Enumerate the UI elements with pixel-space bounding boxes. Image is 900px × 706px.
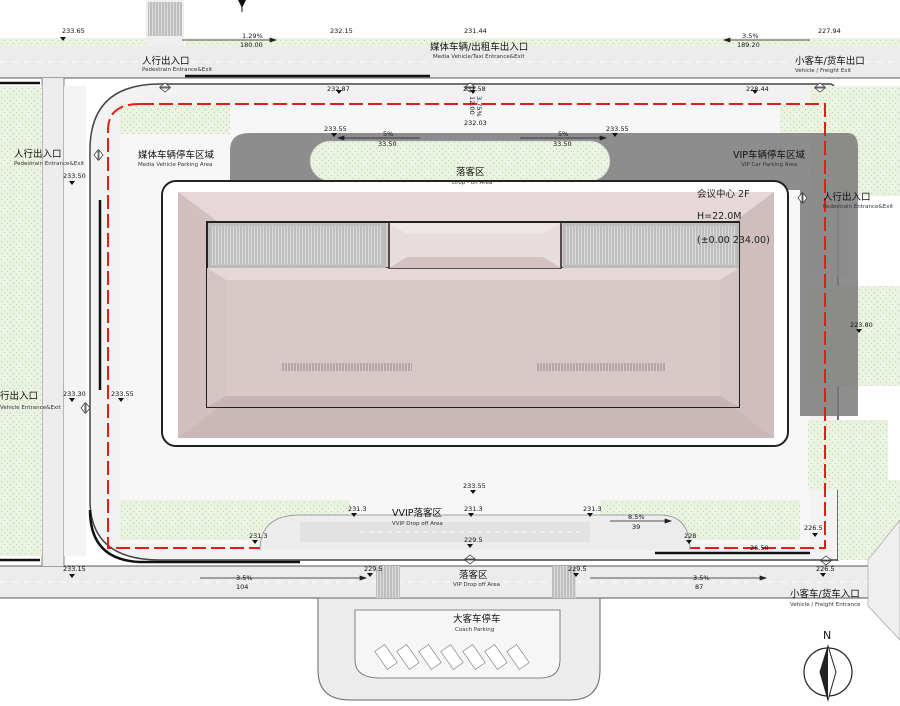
svg-text:3.5%: 3.5% (742, 32, 759, 40)
svg-text:231.3: 231.3 (249, 532, 268, 540)
elevation-values: 233.65 232.15 231.44 227.94 232.87 231.5… (62, 27, 873, 573)
svg-text:5%: 5% (383, 130, 393, 138)
svg-text:232.03: 232.03 (464, 119, 487, 127)
svg-text:104: 104 (236, 583, 248, 591)
svg-text:233.55: 233.55 (324, 125, 347, 133)
label-car-entrance: 小客车/货车入口 (790, 588, 860, 600)
left-greenery (0, 86, 86, 556)
svg-text:233.55: 233.55 (463, 482, 486, 490)
label-ped-right: 人行出入口 (823, 191, 871, 203)
label-vip-dropoff: 落客区 (459, 569, 488, 581)
svg-text:231.58: 231.58 (463, 85, 486, 93)
svg-text:33.50: 33.50 (378, 140, 397, 148)
svg-text:3.5%: 3.5% (236, 574, 253, 582)
elevation-markers (60, 0, 862, 578)
slope-arrows (182, 37, 810, 581)
curbs (0, 74, 810, 564)
label-ped-left-en: Pedestrain Entrance&Exit (14, 161, 85, 167)
svg-text:180.00: 180.00 (240, 41, 263, 49)
north-arrow: N (803, 629, 853, 702)
svg-text:26.50: 26.50 (750, 544, 769, 552)
label-car-exit: 小客车/货车出口 (795, 55, 865, 67)
svg-text:39: 39 (632, 523, 640, 531)
label-ped-left: 人行出入口 (14, 148, 62, 160)
svg-text:87: 87 (695, 583, 703, 591)
top-greenery (0, 38, 900, 46)
right-road (867, 519, 900, 641)
svg-text:12.00: 12.00 (468, 96, 476, 115)
svg-text:233.50: 233.50 (63, 172, 86, 180)
svg-text:8.5%: 8.5% (628, 513, 645, 521)
building-info: 会议中心 2F H=22.0M (±0.00 234.00) (697, 188, 770, 246)
building-name: 会议中心 2F (697, 188, 750, 200)
svg-text:229.5: 229.5 (464, 536, 483, 544)
label-vip-dropoff-en: VIP Drop off Area (453, 582, 500, 588)
building-roof (178, 192, 774, 438)
svg-text:231.44: 231.44 (464, 27, 487, 35)
svg-text:232.87: 232.87 (327, 85, 350, 93)
svg-text:228.44: 228.44 (746, 85, 769, 93)
svg-text:229.5: 229.5 (568, 565, 587, 573)
svg-text:231.3: 231.3 (583, 505, 602, 513)
parking-zones (230, 133, 858, 416)
svg-text:232.15: 232.15 (330, 27, 353, 35)
svg-text:223.80: 223.80 (850, 321, 873, 329)
label-coach: 大客车停车 (453, 613, 501, 625)
entrance-markers (80, 82, 832, 566)
svg-text:229.5: 229.5 (364, 565, 383, 573)
svg-text:226.5: 226.5 (804, 524, 823, 532)
label-dropoff-top-en: Drop - off Area (452, 180, 492, 186)
svg-text:233.65: 233.65 (62, 27, 85, 35)
label-ped-top-en: Pedestrain Entrance&Exit (142, 67, 213, 73)
coach-parking (317, 566, 601, 701)
label-veh-left-en: Vehicle Entrance&Exit (0, 405, 62, 411)
label-dropoff-top: 落客区 (456, 166, 485, 178)
svg-text:226.5: 226.5 (816, 565, 835, 573)
label-ped-right-en: Pedestrain Entrance&Exit (823, 204, 894, 210)
label-media-taxi: 媒体车辆/出租车出入口 (430, 41, 528, 53)
north-label: N (823, 629, 831, 642)
svg-text:5%: 5% (558, 130, 568, 138)
label-ped-top: 人行出入口 (142, 55, 190, 67)
label-media-parking-en: Media Vehicle Parking Area (138, 162, 212, 168)
svg-text:228: 228 (684, 532, 696, 540)
slope-values: 1.29% 180.00 3.5% 189.20 5% 33.50 5% 33.… (236, 32, 760, 591)
label-vip-parking: VIP车辆停车区域 (733, 149, 806, 161)
svg-text:3.75%: 3.75% (475, 96, 483, 117)
area-labels: 人行出入口 Pedestrain Entrance&Exit 媒体车辆/出租车出… (0, 41, 894, 633)
svg-text:233.55: 233.55 (606, 125, 629, 133)
svg-text:1.29%: 1.29% (242, 32, 263, 40)
label-vip-parking-en: VIP Car Parking Area (741, 162, 797, 168)
svg-text:227.94: 227.94 (818, 27, 841, 35)
building-height: H=22.0M (697, 211, 741, 222)
label-media-taxi-en: Media Vehicle/Taxi Entrance&Exit (433, 54, 525, 60)
label-vvip-dropoff: VVIP落客区 (392, 507, 443, 519)
svg-text:231.3: 231.3 (464, 505, 483, 513)
label-coach-en: Coach Parking (455, 627, 494, 633)
label-car-exit-en: Vehicle / Freight Exit (795, 68, 852, 74)
svg-text:233.55: 233.55 (111, 390, 134, 398)
label-car-entrance-en: Vehicle / Freight Entrance (790, 602, 861, 608)
label-vvip-dropoff-en: VVIP Drop off Area (392, 521, 443, 527)
vvip-dropoff-road (259, 514, 691, 551)
label-media-parking: 媒体车辆停车区域 (138, 149, 215, 161)
svg-text:33.50: 33.50 (553, 140, 572, 148)
svg-text:189.20: 189.20 (737, 41, 760, 49)
label-veh-left: 行出入口 (0, 390, 38, 402)
svg-text:233.15: 233.15 (63, 565, 86, 573)
svg-text:231.3: 231.3 (348, 505, 367, 513)
building-elevation: (±0.00 234.00) (697, 235, 770, 246)
svg-text:3.5%: 3.5% (693, 574, 710, 582)
svg-text:233.30: 233.30 (63, 390, 86, 398)
